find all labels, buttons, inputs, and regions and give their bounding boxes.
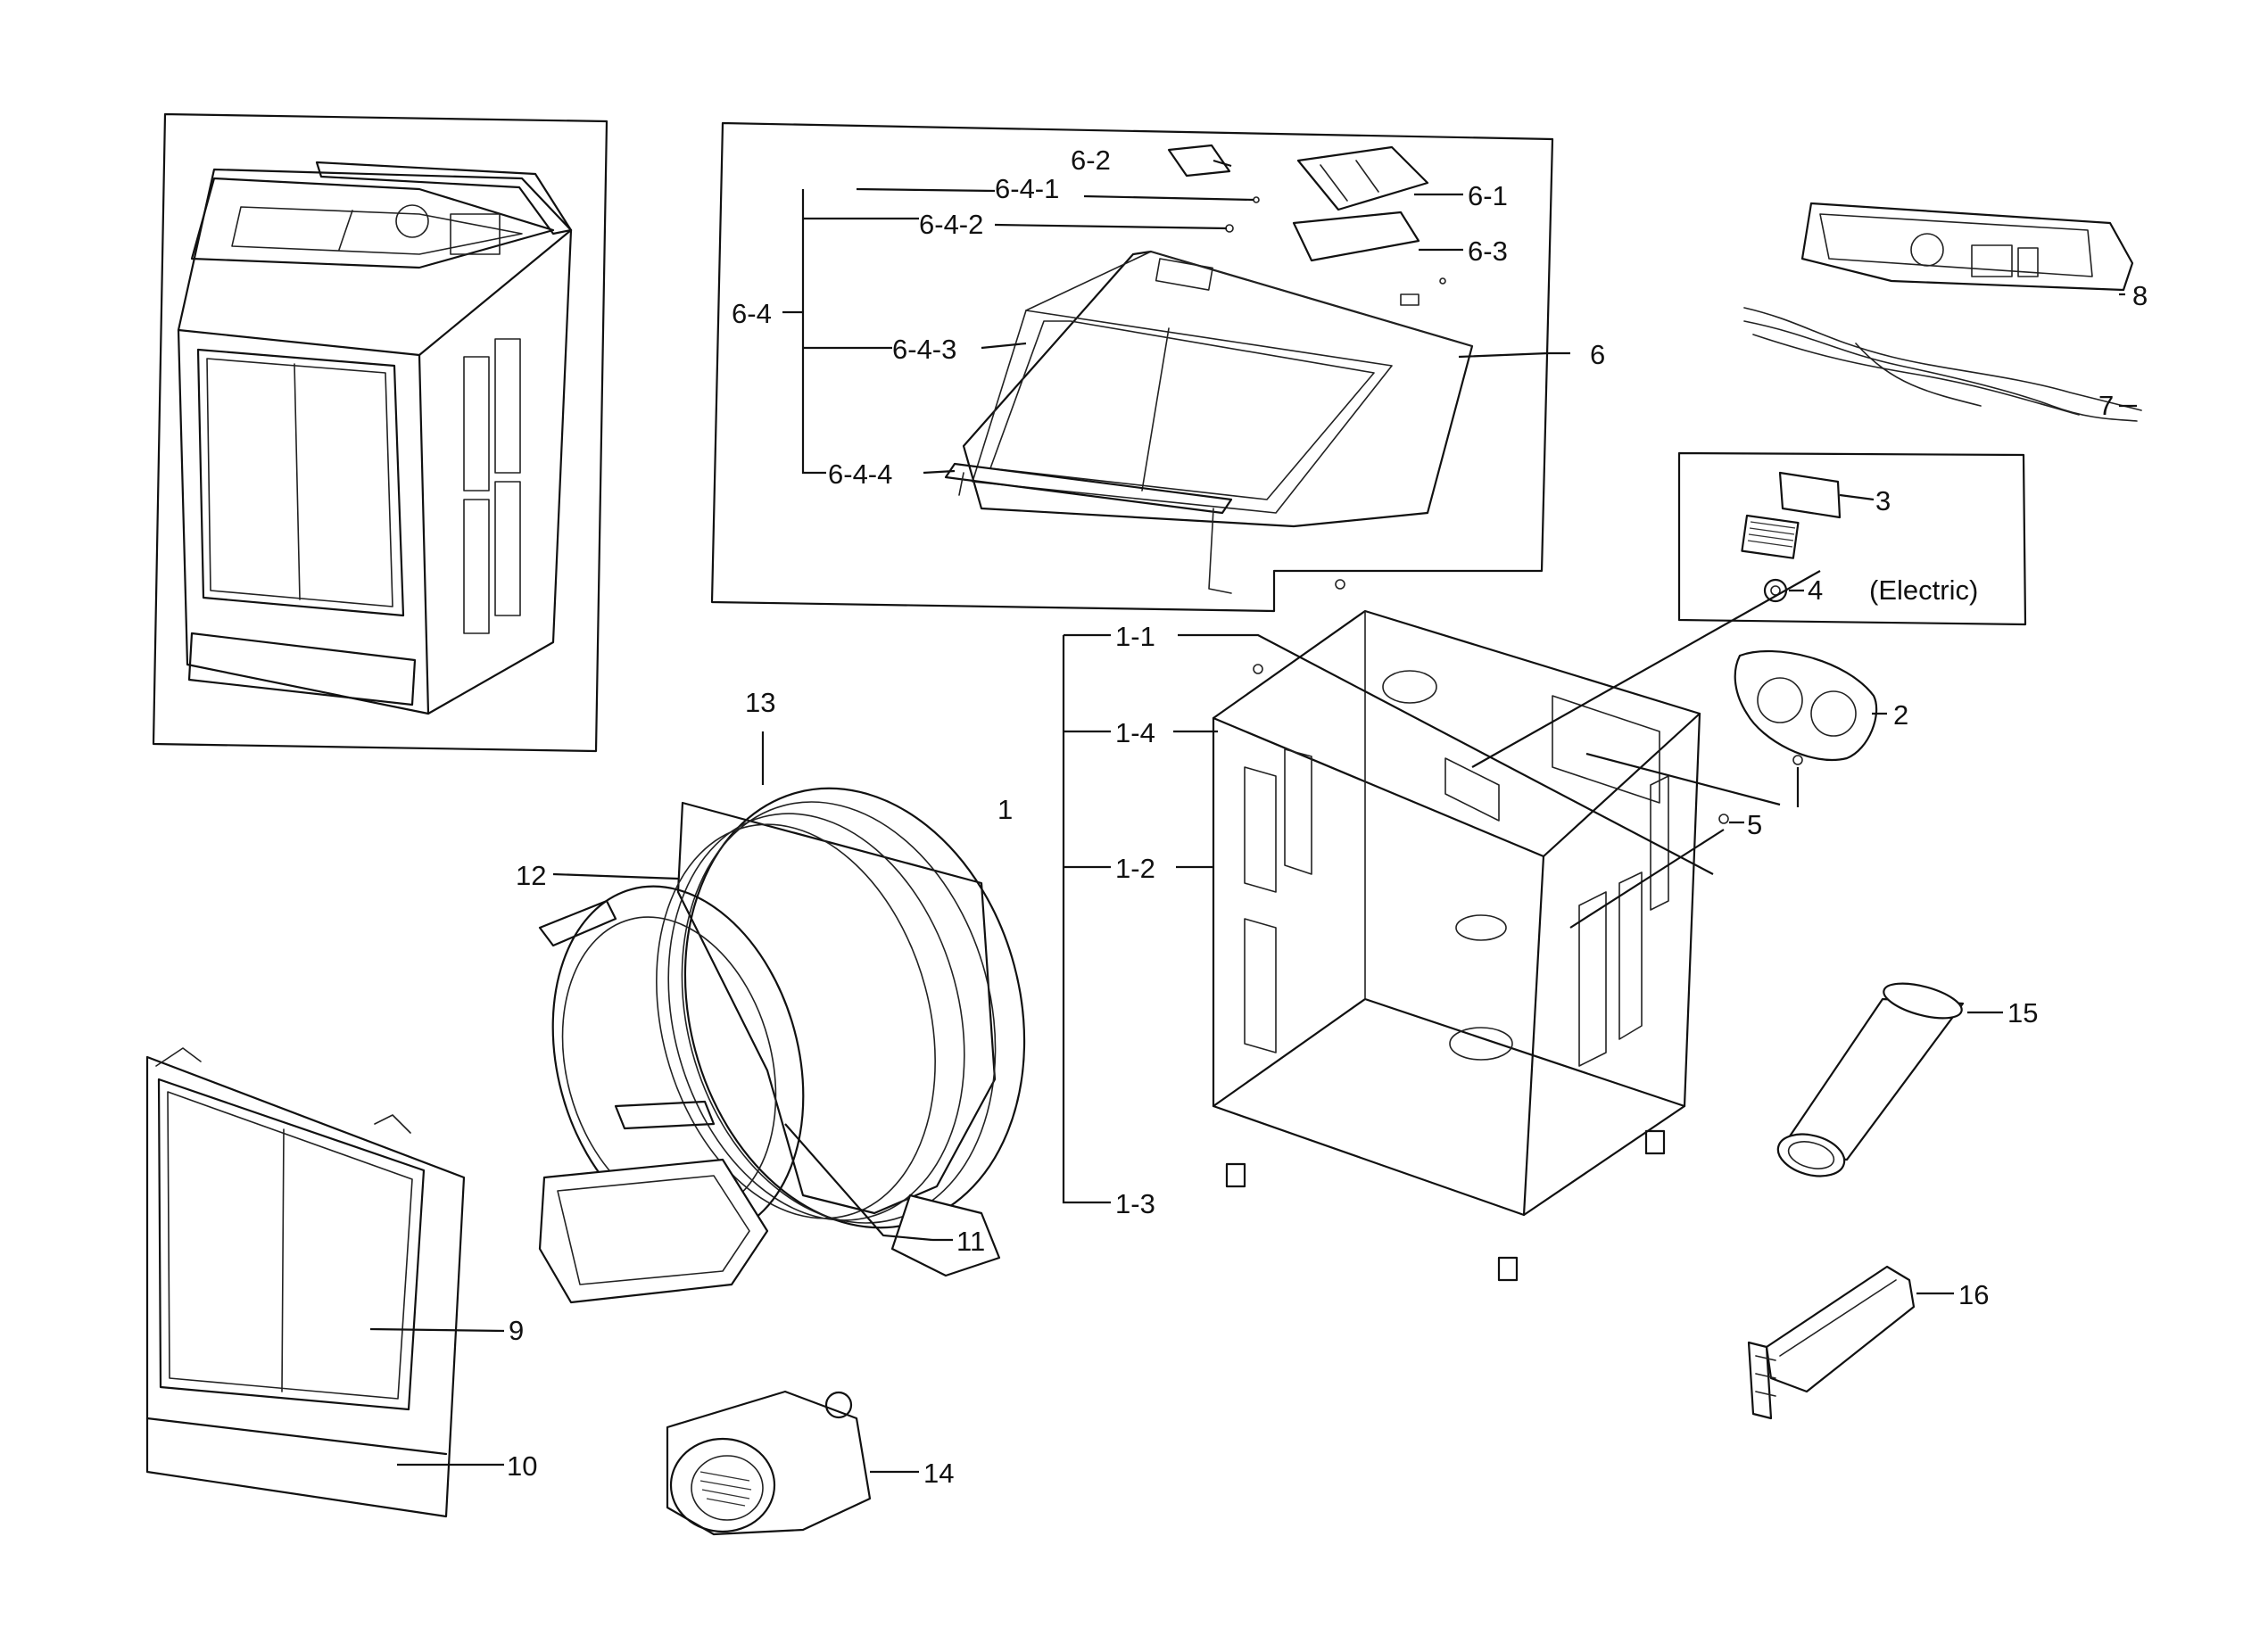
label-1-4: 1-4 [1115,717,1155,748]
label-6-2: 6-2 [1071,145,1111,176]
top-panel-assembly-group [710,121,1554,613]
label-10: 10 [507,1450,537,1482]
label-6: 6 [1590,339,1605,370]
control-panel-part [1800,202,2134,292]
label-8: 8 [2132,280,2148,311]
label-4: 4 [1808,574,1823,606]
label-6-4-2: 6-4-2 [919,209,983,240]
label-3: 3 [1875,485,1891,516]
label-1-3: 1-3 [1115,1188,1155,1219]
label-1-1: 1-1 [1115,621,1155,652]
assembled-dryer-view [152,112,608,753]
label-16: 16 [1958,1279,1989,1310]
label-11: 11 [956,1226,985,1257]
electric-parts-group [1677,451,2027,626]
label-6-4: 6-4 [732,298,772,329]
exhaust-duct-part [1776,982,1965,1177]
leader-lines [369,159,2137,1474]
label-12: 12 [516,860,546,891]
door-seal-part [1734,649,1878,761]
wire-harness-part [1743,307,2142,422]
label-6-1: 6-1 [1468,180,1508,211]
label-7: 7 [2098,390,2114,421]
label-15: 15 [2007,997,2038,1029]
label-2: 2 [1893,699,1908,731]
heater-part [1747,1265,1916,1420]
blower-part [666,1390,872,1536]
label-electric-note: (Electric) [1869,574,1978,606]
label-9: 9 [509,1315,524,1346]
label-6-4-3: 6-4-3 [892,334,956,365]
label-6-3: 6-3 [1468,235,1508,267]
drum-assembly-part [538,787,1026,1304]
label-6-4-1: 6-4-1 [995,173,1059,204]
front-panel-part [145,1047,466,1518]
cabinet-part [1212,579,1803,1282]
label-13: 13 [745,687,775,718]
label-5: 5 [1747,809,1762,840]
label-1: 1 [997,794,1013,825]
label-14: 14 [923,1458,954,1489]
label-6-4-4: 6-4-4 [828,459,892,490]
callout-labels: 6-4-1 6-4-2 6-4 6-4-3 6-4-4 6-2 6-1 6-3 … [507,145,2148,1489]
label-1-2: 1-2 [1115,853,1155,884]
